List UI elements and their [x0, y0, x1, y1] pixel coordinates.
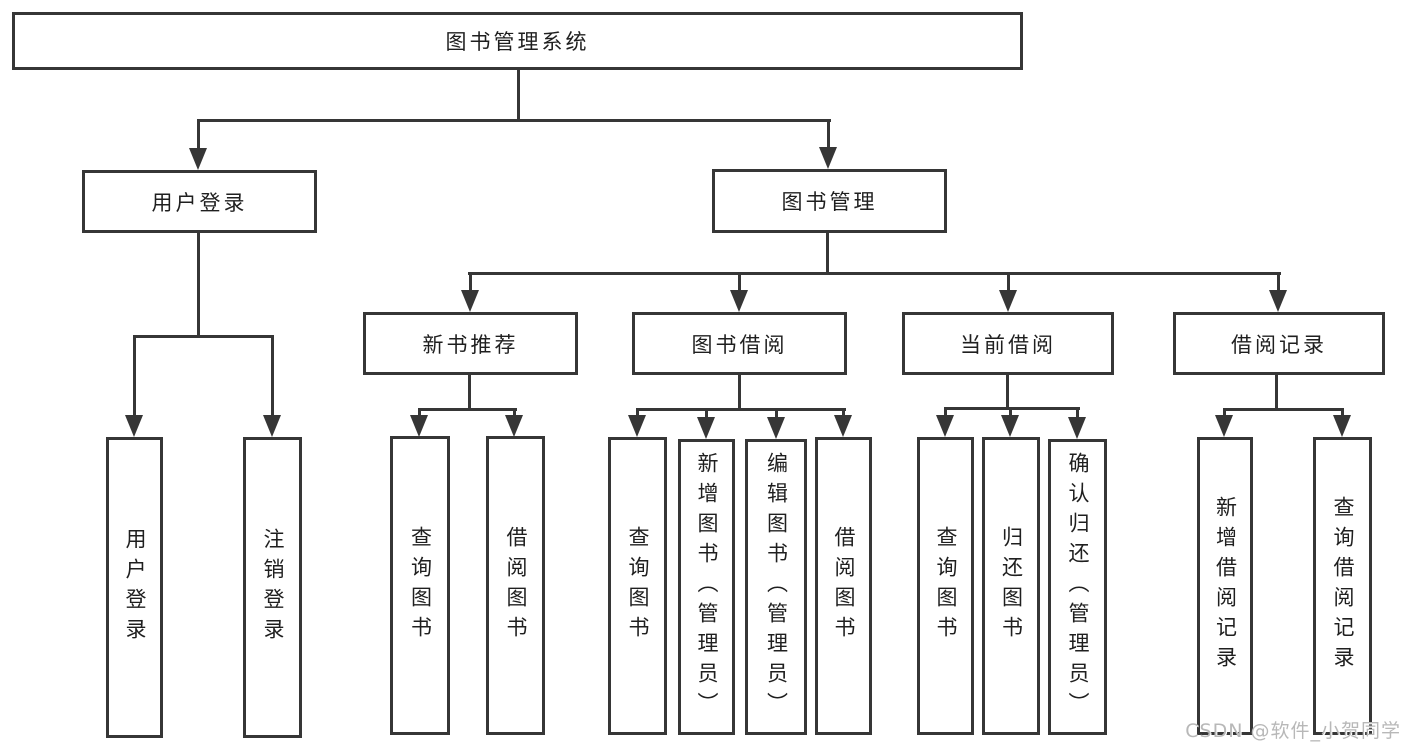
connector-current-borrowing-rail — [944, 407, 1080, 410]
node-current-borrowing: 当前借阅 — [902, 312, 1114, 375]
connector-level2-rail — [197, 119, 831, 122]
leaf-logout: 注销登录 — [243, 437, 302, 738]
leaf-label: 归还图书 — [999, 526, 1024, 646]
leaf-confirm-return-admin: 确认归还（管理员） — [1048, 439, 1107, 735]
connector-arrow-borrow-books-a — [505, 408, 523, 437]
connector-new-book-rail — [418, 408, 517, 411]
connector-arrow-query-books-b — [628, 408, 646, 437]
connector-user-login-rail — [133, 335, 274, 338]
leaf-label: 新增借阅记录 — [1213, 496, 1238, 676]
leaf-label: 查询图书 — [408, 525, 433, 646]
connector-arrow-query-borrow-record — [1333, 408, 1351, 437]
connector-arrow-leaf-user-login — [125, 335, 143, 437]
connector-book-management-stem — [826, 232, 829, 275]
connector-borrowing-records-rail — [1223, 408, 1344, 411]
leaf-query-borrow-record: 查询借阅记录 — [1313, 437, 1372, 735]
node-label: 借阅记录 — [1231, 332, 1327, 357]
leaf-borrow-books-a: 借阅图书 — [486, 436, 545, 735]
leaf-label: 查询图书 — [626, 526, 650, 646]
leaf-add-borrow-record: 新增借阅记录 — [1197, 437, 1253, 735]
leaf-borrow-books-b: 借阅图书 — [815, 437, 872, 735]
node-new-book-recommendation: 新书推荐 — [363, 312, 578, 375]
leaf-label: 新增图书（管理员） — [695, 452, 719, 722]
connector-arrow-return-books — [1001, 407, 1019, 437]
connector-arrow-new-book-recommendation — [461, 272, 479, 312]
leaf-edit-book-admin: 编辑图书（管理员） — [745, 439, 807, 735]
leaf-label: 借阅图书 — [504, 525, 528, 646]
connector-root-stem — [517, 69, 520, 122]
connector-arrow-borrowing-records — [1269, 272, 1287, 312]
connector-arrow-query-books-a — [410, 408, 428, 437]
node-label: 图书管理 — [781, 190, 878, 214]
connector-arrow-edit-book — [767, 408, 785, 439]
node-label: 用户登录 — [151, 190, 248, 215]
leaf-query-books-a: 查询图书 — [390, 436, 450, 735]
watermark: CSDN @软件_小贺同学 — [1185, 720, 1401, 742]
node-book-management: 图书管理 — [712, 169, 947, 233]
node-label: 新书推荐 — [422, 332, 519, 357]
connector-level3-rail — [468, 272, 1281, 275]
connector-book-borrowing-rail — [636, 408, 846, 411]
connector-arrow-confirm-return — [1068, 407, 1086, 439]
leaf-user-login: 用户登录 — [106, 437, 163, 738]
connector-arrow-leaf-logout — [263, 335, 281, 437]
node-borrowing-records: 借阅记录 — [1173, 312, 1385, 375]
connector-arrow-add-book — [697, 408, 715, 439]
connector-arrow-borrow-books-b — [834, 408, 852, 437]
connector-book-borrowing-stem — [738, 374, 741, 411]
connector-arrow-current-borrowing — [999, 272, 1017, 312]
leaf-label: 确认归还（管理员） — [1066, 452, 1090, 722]
leaf-add-book-admin: 新增图书（管理员） — [678, 439, 735, 735]
leaf-label: 注销登录 — [261, 527, 285, 648]
node-library-management-system: 图书管理系统 — [12, 12, 1023, 70]
connector-arrow-book-management — [819, 119, 837, 169]
connector-user-login-stem — [197, 232, 200, 338]
leaf-query-books-b: 查询图书 — [608, 437, 667, 735]
leaf-label: 查询借阅记录 — [1331, 496, 1355, 676]
node-book-borrowing: 图书借阅 — [632, 312, 847, 375]
connector-new-book-stem — [468, 374, 471, 411]
node-label: 图书借阅 — [691, 332, 788, 357]
node-label: 当前借阅 — [960, 332, 1056, 357]
connector-arrow-book-borrowing — [730, 272, 748, 312]
connector-arrow-query-books-c — [936, 407, 954, 437]
leaf-label: 编辑图书（管理员） — [764, 452, 789, 722]
leaf-label: 查询图书 — [934, 526, 958, 646]
connector-arrow-add-borrow-record — [1215, 408, 1233, 437]
node-user-login: 用户登录 — [82, 170, 317, 233]
leaf-label: 用户登录 — [123, 527, 147, 648]
leaf-return-books: 归还图书 — [982, 437, 1040, 735]
connector-arrow-user-login — [189, 119, 207, 170]
leaf-label: 借阅图书 — [832, 526, 856, 646]
node-label: 图书管理系统 — [445, 30, 590, 54]
connector-current-borrowing-stem — [1006, 374, 1009, 410]
connector-borrowing-records-stem — [1275, 374, 1278, 411]
leaf-query-books-c: 查询图书 — [917, 437, 974, 735]
